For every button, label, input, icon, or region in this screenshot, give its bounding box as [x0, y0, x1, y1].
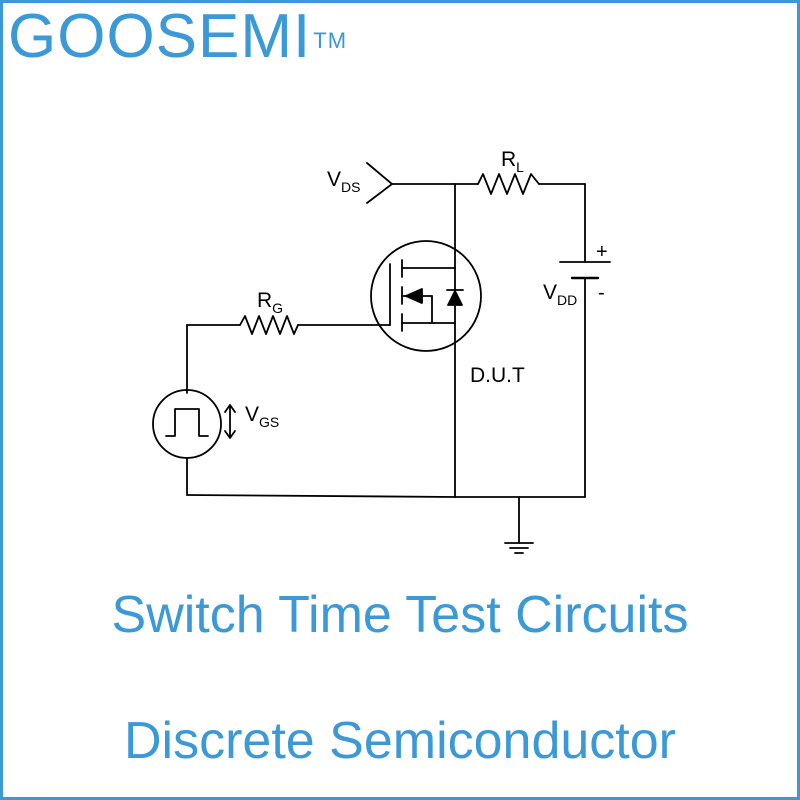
- label-vdd: VDD: [543, 281, 577, 308]
- label-rl: RL: [501, 150, 524, 175]
- trademark-mark: TM: [313, 28, 348, 53]
- label-plus: +: [596, 241, 608, 263]
- label-rg: RG: [257, 289, 283, 316]
- label-vgs: VGS: [245, 403, 279, 430]
- vgs-arrow-icon: [224, 404, 236, 439]
- pulse-generator: [152, 389, 222, 459]
- resistor-rg: [239, 315, 299, 335]
- circuit-diagram: VDS RL RG VGS VDD + - D.U.T: [152, 150, 611, 554]
- mosfet-dut: [370, 240, 482, 352]
- label-dut: D.U.T: [470, 364, 525, 387]
- brand-logo: GOOSEMITM: [8, 2, 347, 72]
- caption-title: Switch Time Test Circuits: [111, 586, 689, 644]
- vds-terminal: [366, 162, 393, 204]
- ground-symbol: [504, 542, 534, 554]
- wire-bottom-left: [186, 494, 456, 498]
- label-minus: -: [598, 282, 605, 304]
- resistor-rl: [477, 173, 540, 195]
- caption-subtitle: Discrete Semiconductor: [124, 712, 676, 770]
- pulse-waveform-icon: [165, 408, 209, 437]
- label-vds: VDS: [327, 168, 360, 195]
- brand-name: GOOSEMI: [8, 2, 312, 71]
